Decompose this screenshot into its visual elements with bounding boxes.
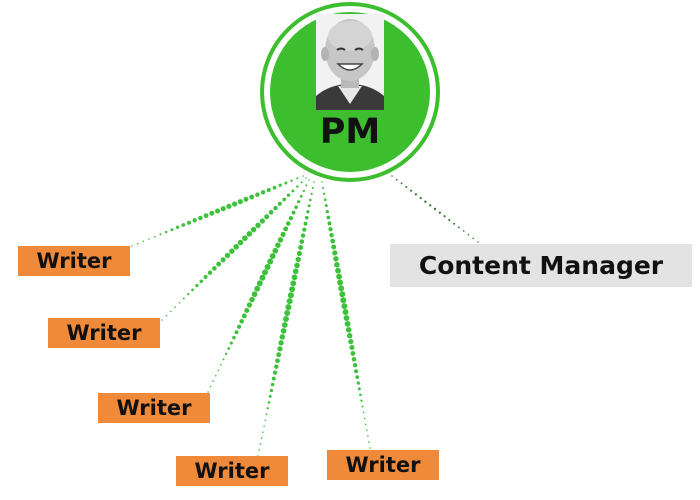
writer-box-1: Writer [18, 246, 130, 276]
connector-content-manager [391, 175, 479, 243]
writer-box-4: Writer [176, 456, 288, 486]
connectors [131, 175, 479, 457]
writer-box-5: Writer [327, 450, 439, 480]
connector-writer-5 [321, 181, 371, 449]
writer-box-2: Writer [48, 318, 160, 348]
pm-label: PM [319, 112, 381, 152]
connector-writer-3 [207, 179, 310, 393]
connector-writer-2 [161, 177, 307, 321]
connector-writer-4 [257, 181, 315, 457]
connector-writer-1 [131, 175, 304, 247]
writer-box-3: Writer [98, 393, 210, 423]
avatar [316, 14, 384, 110]
content-manager-box: Content Manager [390, 244, 692, 287]
